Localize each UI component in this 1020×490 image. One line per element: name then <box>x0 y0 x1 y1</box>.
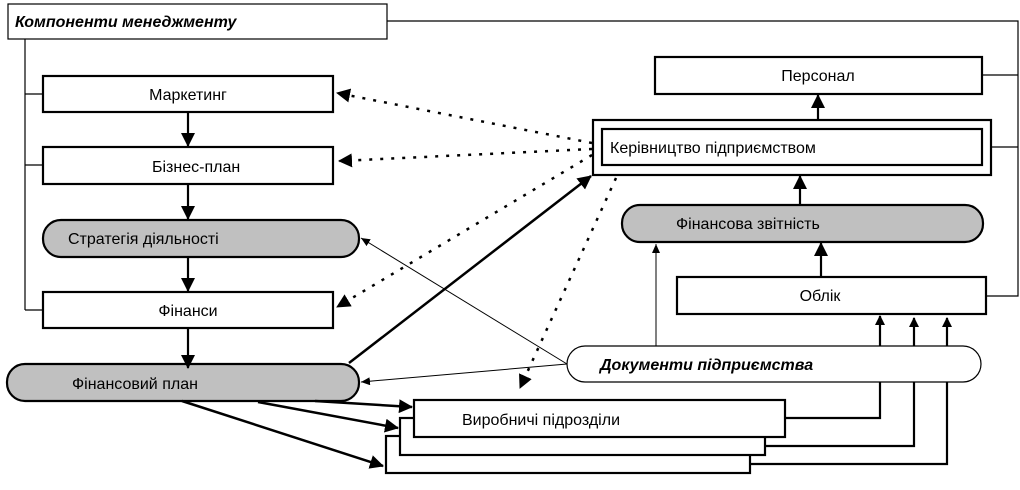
left-bracket-line <box>24 39 43 311</box>
edge-financial-plan-to-production-3 <box>181 399 384 469</box>
document-thin-arrows <box>360 237 660 386</box>
node-strategy-label: Стратегія діяльності <box>68 231 219 248</box>
node-financial-reporting-label: Фінансова звітність <box>676 216 820 233</box>
node-management-label: Керівництво підприємством <box>610 140 816 157</box>
edge-production-3-to-accounting <box>750 317 952 466</box>
node-business-plan[interactable]: Бізнес-план <box>41 145 335 186</box>
node-marketing-label: Маркетинг <box>149 87 227 104</box>
edge-documents-to-financial-plan <box>360 363 568 386</box>
node-finance[interactable]: Фінанси <box>41 290 335 330</box>
node-personnel[interactable]: Персонал <box>653 55 984 96</box>
node-production-units[interactable]: Виробничі підрозділи <box>384 398 787 475</box>
node-financial-plan[interactable]: Фінансовий план <box>5 362 361 403</box>
node-documents-label: Документи підприємства <box>598 357 813 374</box>
node-management[interactable]: Керівництво підприємством <box>591 118 993 177</box>
node-marketing[interactable]: Маркетинг <box>41 74 335 114</box>
node-financial-reporting[interactable]: Фінансова звітність <box>620 203 985 244</box>
edge-management-to-finance <box>336 153 593 309</box>
edge-management-to-business-plan <box>338 147 593 168</box>
node-financial-plan-label: Фінансовий план <box>72 376 198 393</box>
node-business-plan-label: Бізнес-план <box>152 159 240 176</box>
right-flow-arrows <box>793 94 828 277</box>
node-personnel-label: Персонал <box>781 68 854 85</box>
production-to-accounting-lines <box>750 315 952 466</box>
node-strategy[interactable]: Стратегія діяльності <box>41 218 361 259</box>
node-documents[interactable]: Документи підприємства <box>566 345 982 383</box>
edge-management-to-marketing <box>336 88 593 145</box>
edge-financial-plan-to-management <box>348 175 592 364</box>
node-accounting[interactable]: Облік <box>675 275 988 316</box>
node-production-units-label: Виробничі підрозділи <box>462 412 620 429</box>
diagram-title: Компоненти менеджменту <box>15 14 237 31</box>
edge-documents-to-strategy <box>360 237 568 365</box>
right-bracket-line <box>387 20 1019 297</box>
node-finance-label: Фінанси <box>158 303 217 320</box>
frame-connectors <box>24 20 1019 311</box>
title-box: Компоненти менеджменту <box>7 3 388 40</box>
edge-financial-plan-to-production-2 <box>257 400 399 433</box>
edge-financial-plan-to-production-1 <box>314 399 413 414</box>
financial-plan-to-production-arrows <box>181 399 413 469</box>
node-accounting-label: Облік <box>800 288 842 305</box>
management-dotted-arrows <box>336 88 618 389</box>
